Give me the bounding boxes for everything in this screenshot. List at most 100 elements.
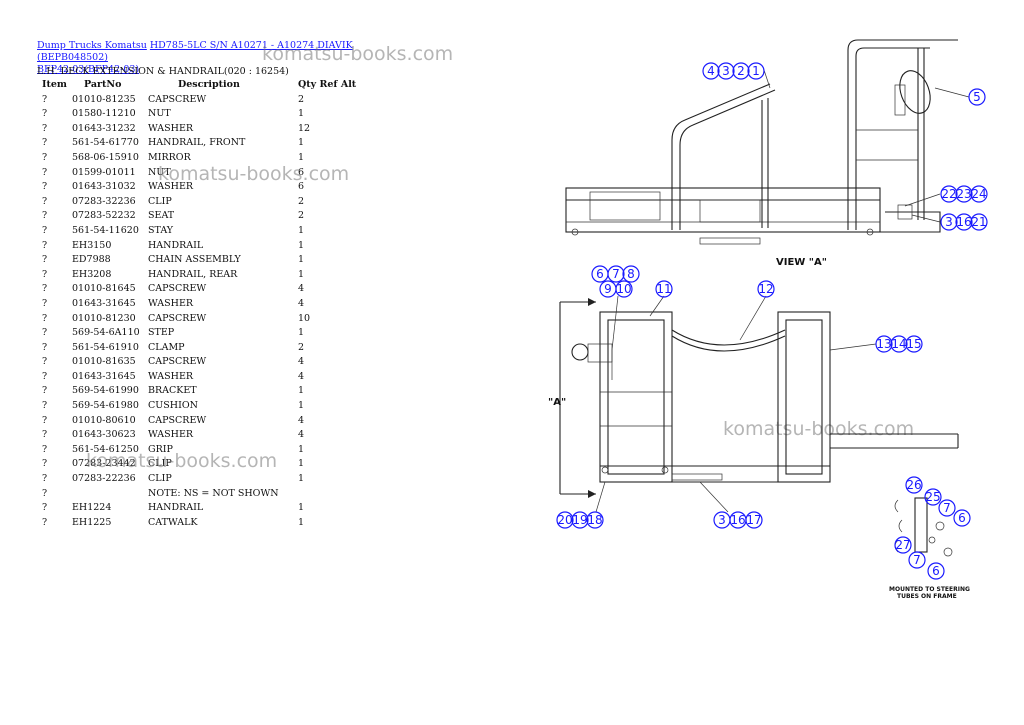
callout-circle	[747, 62, 765, 80]
cell-description: CAPSCREW	[148, 414, 207, 426]
callout-number: 26	[906, 478, 921, 492]
cell-description: HANDRAIL	[148, 502, 204, 514]
header-qty: Qty Ref Alt	[298, 79, 357, 90]
callout-circle	[953, 509, 971, 527]
callout-circle	[955, 185, 973, 203]
cell-partno: 01643-31232	[72, 122, 136, 134]
cell-partno: 569-54-61980	[72, 400, 139, 412]
cell-partno: 01010-81635	[72, 356, 136, 368]
cell-partno: 568-06-15910	[72, 151, 139, 163]
callout-circle	[938, 499, 956, 517]
cell-description: CATWALK	[148, 516, 198, 528]
callout-number: 17	[746, 513, 761, 527]
callout-circle	[968, 88, 986, 106]
callout-c2: 3	[717, 62, 735, 80]
cell-item: ?	[42, 93, 48, 105]
callout-c30: 7	[938, 499, 956, 517]
cell-partno: 01010-81645	[72, 283, 136, 295]
cell-qty: 1	[298, 254, 305, 266]
cell-description: WASHER	[148, 297, 194, 309]
cell-item: ?	[42, 283, 48, 295]
cell-partno: EH1224	[72, 502, 112, 514]
cell-item: ?	[42, 370, 48, 382]
cell-item: ?	[42, 166, 48, 178]
callout-number: 3	[722, 64, 730, 78]
callout-c34: 6	[927, 562, 945, 580]
callout-number: 7	[612, 267, 620, 281]
cell-partno: 07283-23442	[72, 458, 136, 470]
callout-number: 3	[718, 513, 726, 527]
cell-partno: 569-54-6A110	[72, 327, 140, 339]
callout-number: 5	[973, 90, 981, 104]
cell-partno: 569-54-61990	[72, 385, 139, 397]
callout-circle	[622, 265, 640, 283]
callout-c10: 16	[955, 213, 973, 231]
cell-description: WASHER	[148, 370, 194, 382]
cell-qty: 4	[298, 414, 305, 426]
callout-c15: 9	[599, 280, 617, 298]
cell-item: ?	[42, 239, 48, 251]
callout-circle	[607, 265, 625, 283]
cell-item: ?	[42, 443, 48, 455]
callout-c4: 1	[747, 62, 765, 80]
cell-description: CAPSCREW	[148, 283, 207, 295]
callout-circle	[927, 562, 945, 580]
cell-qty: 1	[298, 108, 305, 120]
cell-description: NUT	[148, 108, 171, 120]
callout-number: 10	[616, 282, 631, 296]
callout-c5: 5	[968, 88, 986, 106]
cell-item: ?	[42, 400, 48, 412]
cell-description: BRACKET	[148, 385, 197, 397]
breadcrumb-brand-link[interactable]: Dump Trucks Komatsu	[37, 40, 147, 51]
cell-qty: 1	[298, 458, 305, 470]
cell-item: ?	[42, 414, 48, 426]
callout-c26: 16	[729, 511, 747, 529]
cell-item: ?	[42, 327, 48, 339]
cell-description: CHAIN ASSEMBLY	[148, 254, 241, 266]
callout-c25: 3	[713, 511, 731, 529]
cell-item: ?	[42, 429, 48, 441]
callout-circle	[875, 335, 893, 353]
header-item: Item	[42, 79, 67, 90]
callout-c31: 6	[953, 509, 971, 527]
callout-circle	[717, 62, 735, 80]
cell-partno: 01010-80610	[72, 414, 136, 426]
mount-detail-drawing	[894, 497, 953, 557]
callout-c28: 26	[905, 476, 923, 494]
cell-item: ?	[42, 108, 48, 120]
parts-table: Item PartNo Description Qty Ref Alt ?010…	[37, 78, 368, 530]
callout-c6: 22	[940, 185, 958, 203]
breadcrumb-model-link[interactable]: HD785-5LC S/N A10271 - A10274 DIAVIK (BE…	[37, 40, 353, 63]
breadcrumb-group-link[interactable]: BFP42-03(BFP42-03)	[37, 64, 140, 75]
cell-qty: 2	[298, 93, 305, 105]
cell-partno: 01010-81235	[72, 93, 136, 105]
callout-c17: 11	[655, 280, 673, 298]
callout-circle	[940, 185, 958, 203]
callout-c11: 21	[970, 213, 988, 231]
cell-description: STEP	[148, 327, 175, 339]
callout-c14: 8	[622, 265, 640, 283]
cell-partno: 561-54-61770	[72, 137, 139, 149]
cell-item: ?	[42, 502, 48, 514]
cell-item: ?	[42, 181, 48, 193]
callout-circle	[970, 185, 988, 203]
callout-number: 18	[587, 513, 602, 527]
cell-partno: 01599-01011	[72, 166, 136, 178]
cell-partno: 01580-11210	[72, 108, 136, 120]
callout-number: 7	[943, 501, 951, 515]
callout-c19: 13	[875, 335, 893, 353]
callout-circle	[955, 213, 973, 231]
cell-description: HANDRAIL, REAR	[148, 268, 238, 280]
cell-item: ?	[42, 458, 48, 470]
